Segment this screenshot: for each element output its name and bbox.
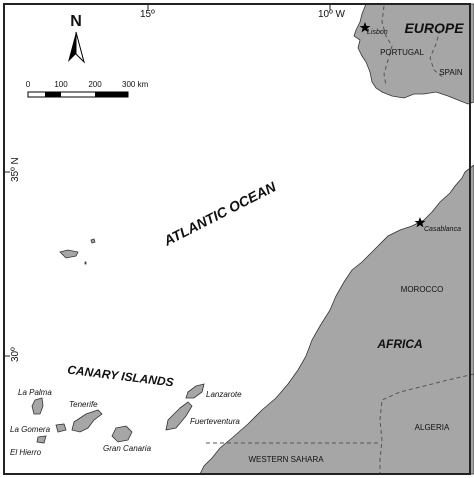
island-el-hierro	[36, 435, 47, 444]
lanzarote-label: Lanzarote	[206, 390, 242, 399]
lon-10-label: 10º W	[318, 9, 346, 20]
border-spain-east	[429, 29, 445, 79]
la-gomera-label: La Gomera	[10, 425, 51, 434]
island-desertas	[84, 261, 87, 265]
lisbon-label: Lisbon	[367, 29, 388, 36]
north-arrow-icon	[68, 31, 85, 64]
casablanca-label: Casablanca	[424, 226, 461, 233]
scale-tick-100: 100	[54, 80, 68, 89]
border-morocco-algeria	[379, 373, 474, 474]
la-palma-label: La Palma	[18, 388, 52, 397]
scale-tick-0: 0	[26, 80, 31, 89]
casablanca-marker-icon	[414, 217, 426, 228]
island-gran-canaria	[111, 425, 133, 443]
scale-tick-200: 200	[88, 80, 102, 89]
lon-15-label: 15º	[140, 9, 155, 20]
island-fuerteventura	[165, 401, 193, 431]
gran-canaria-label: Gran Canaria	[103, 444, 152, 453]
island-la-palma	[31, 397, 44, 415]
el-hierro-label: El Hierro	[10, 448, 42, 457]
border-portugal-spain	[381, 5, 393, 87]
lat-30-label: 30º	[10, 347, 21, 362]
fuerteventura-label: Fuerteventura	[190, 417, 240, 426]
algeria-label: ALGERIA	[415, 423, 450, 432]
western-sahara-label: WESTERN SAHARA	[248, 455, 324, 464]
archipelago-label: CANARY ISLANDS	[67, 363, 175, 390]
island-porto-santo	[90, 238, 96, 244]
spain-label: SPAIN	[439, 68, 463, 77]
island-la-gomera	[55, 423, 67, 433]
map-frame	[3, 3, 471, 475]
morocco-label: MOROCCO	[401, 285, 444, 294]
lisbon-marker-icon	[359, 22, 371, 33]
lat-35-label: 35º N	[10, 157, 21, 182]
africa-label: AFRICA	[376, 337, 422, 351]
island-madeira	[59, 249, 79, 259]
europe-label: EUROPE	[404, 20, 464, 36]
scale-tick-300: 300 km	[122, 80, 149, 89]
island-tenerife	[71, 409, 103, 433]
north-arrow-letter: N	[70, 13, 82, 30]
africa-landmass	[199, 164, 474, 475]
scale-bar	[27, 91, 129, 98]
island-lanzarote	[185, 383, 205, 399]
portugal-label: PORTUGAL	[380, 48, 424, 57]
tenerife-label: Tenerife	[69, 400, 98, 409]
ocean-label: ATLANTIC OCEAN	[160, 178, 279, 249]
